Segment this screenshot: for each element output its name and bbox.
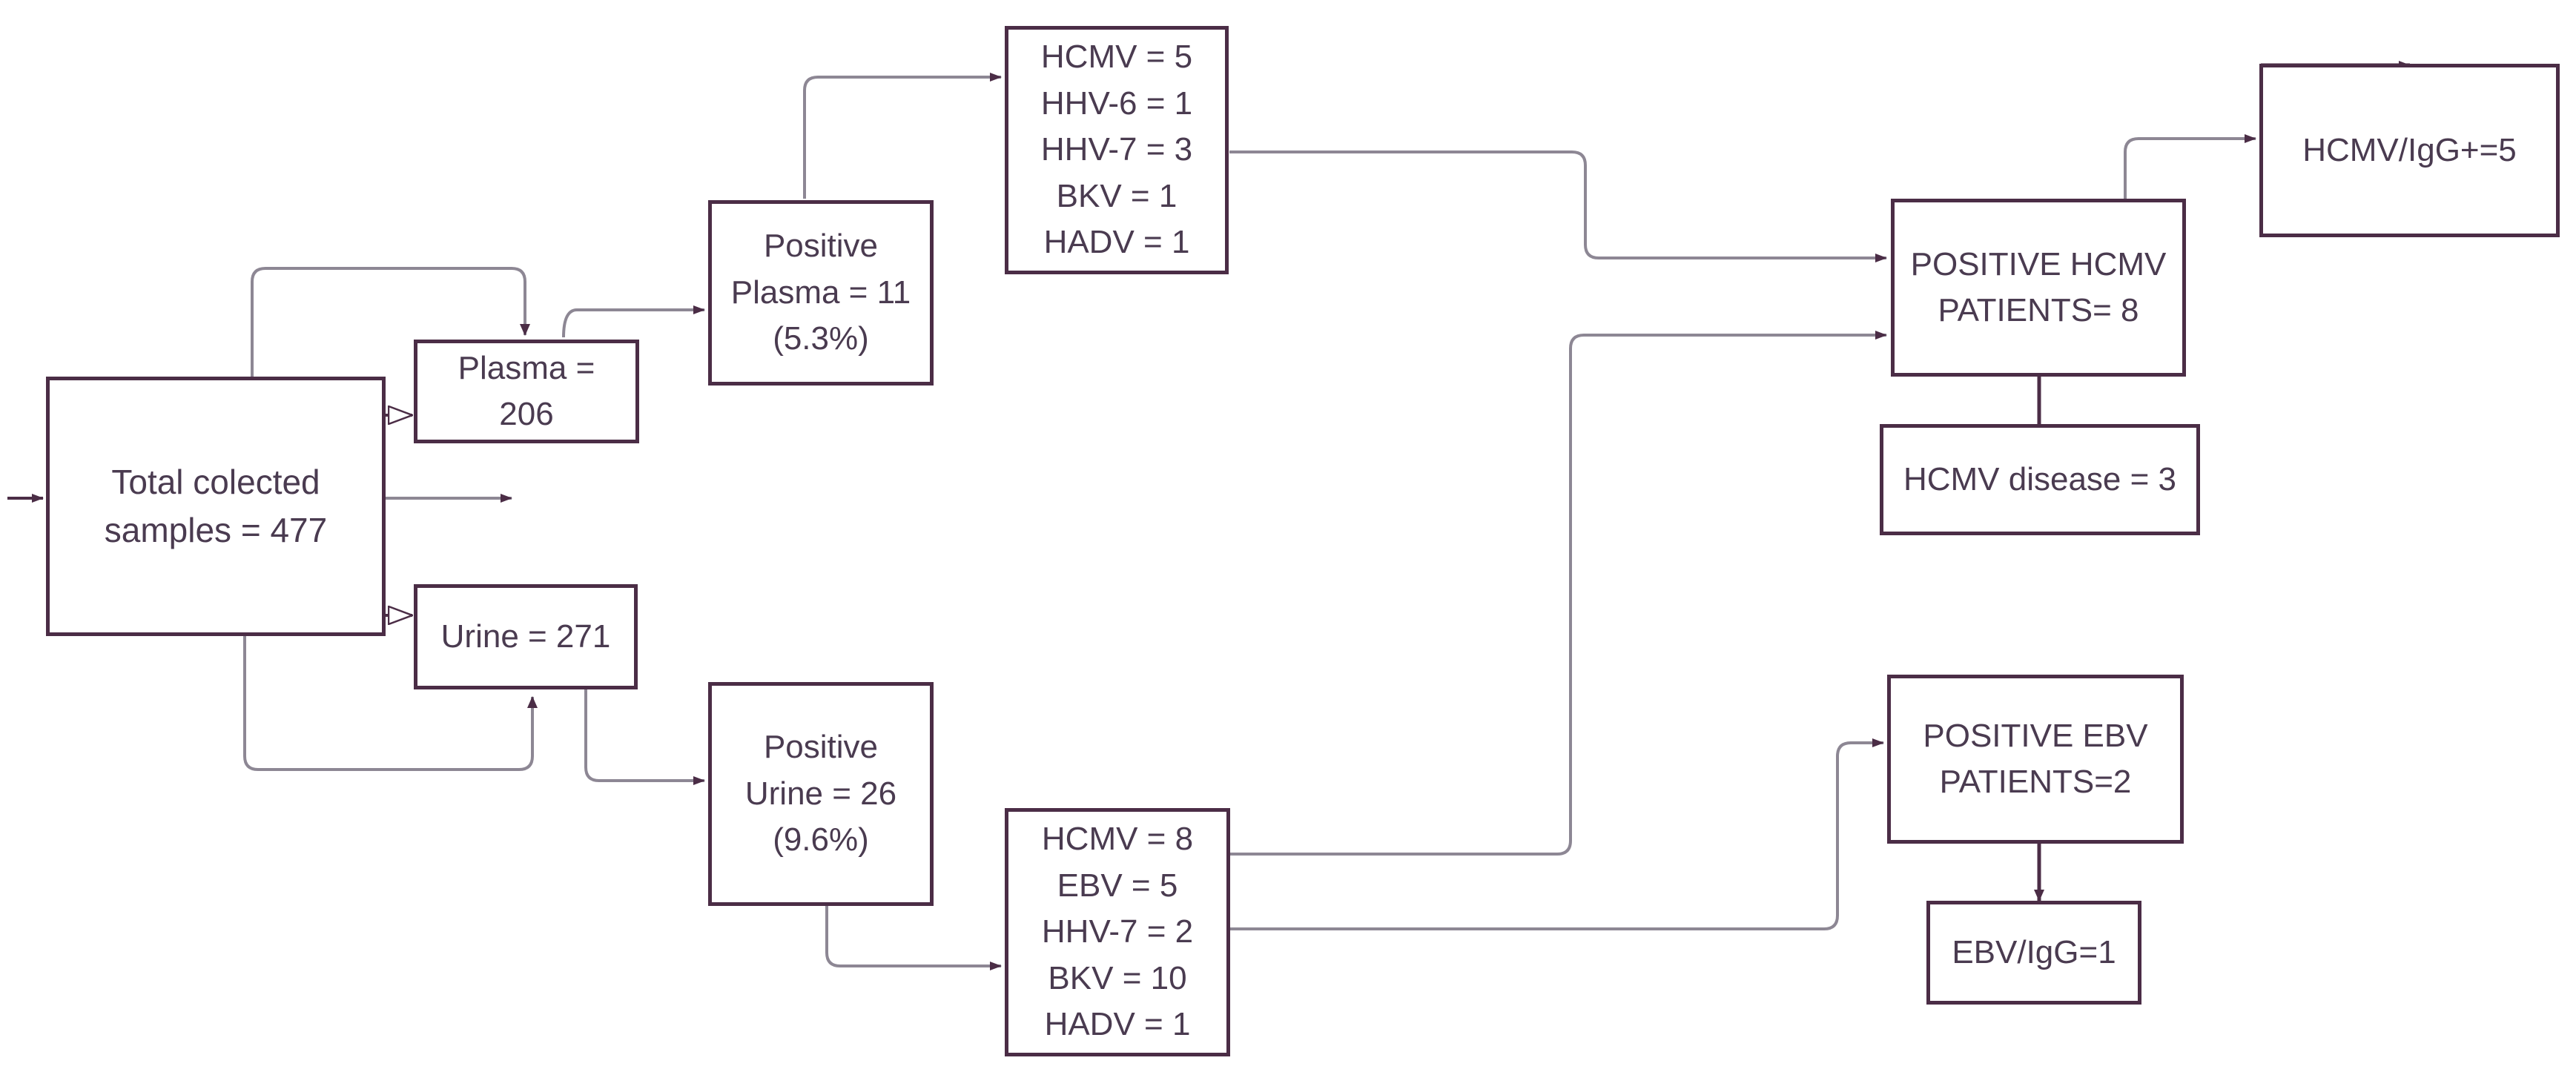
node-hcmv-igg-label: HCMV/IgG+=5 <box>2302 131 2517 168</box>
node-positive-hcmv-patients[interactable]: POSITIVE HCMV PATIENTS= 8 <box>1891 199 2186 377</box>
edge-urine-to-positive-urine <box>584 689 705 785</box>
node-positive-ebv-patients-label: POSITIVE EBV PATIENTS=2 <box>1923 717 2148 800</box>
edge-urine-viruses-to-positive-ebv <box>1229 738 1884 930</box>
node-plasma-viruses-label: HCMV = 5 HHV-6 = 1 HHV-7 = 3 BKV = 1 HAD… <box>1040 39 1193 261</box>
edge-plasma-to-positive-plasma <box>562 305 705 338</box>
node-hcmv-disease-label: HCMV disease = 3 <box>1903 460 2177 497</box>
node-urine-viruses[interactable]: HCMV = 8 EBV = 5 HHV-7 = 2 BKV = 10 HADV… <box>1005 808 1230 1056</box>
node-positive-hcmv-patients-label: POSITIVE HCMV PATIENTS= 8 <box>1910 245 2167 328</box>
node-urine-label: Urine = 271 <box>440 618 611 655</box>
node-hcmv-disease[interactable]: HCMV disease = 3 <box>1880 424 2200 535</box>
node-urine-viruses-label: HCMV = 8 EBV = 5 HHV-7 = 2 BKV = 10 HADV… <box>1041 821 1194 1043</box>
node-positive-urine-label: Positive Urine = 26 (9.6%) <box>744 729 897 858</box>
edge-positive-hcmv-to-hcmv-igg <box>2124 134 2256 199</box>
edge-loop-to-plasma <box>251 267 530 383</box>
node-ebv-igg-label: EBV/IgG=1 <box>1952 933 2116 970</box>
node-positive-urine[interactable]: Positive Urine = 26 (9.6%) <box>708 682 934 906</box>
node-plasma-viruses[interactable]: HCMV = 5 HHV-6 = 1 HHV-7 = 3 BKV = 1 HAD… <box>1005 26 1229 274</box>
node-positive-plasma[interactable]: Positive Plasma = 11 (5.3%) <box>708 200 934 386</box>
edge-plasma-viruses-to-positive-hcmv <box>1229 150 1887 262</box>
node-plasma-label: Plasma = 206 <box>458 349 595 432</box>
edge-urine-viruses-to-positive-hcmv <box>1229 331 1887 856</box>
node-total-samples-label: Total colected samples = 477 <box>104 462 328 549</box>
node-hcmv-igg[interactable]: HCMV/IgG+=5 <box>2259 64 2560 237</box>
edge-positive-urine-to-urine-viruses <box>825 906 1002 970</box>
node-total-samples[interactable]: Total colected samples = 477 <box>46 377 386 636</box>
node-urine[interactable]: Urine = 271 <box>414 584 638 689</box>
edge-loop-to-urine <box>243 632 538 771</box>
node-positive-ebv-patients[interactable]: POSITIVE EBV PATIENTS=2 <box>1887 675 2184 844</box>
node-ebv-igg[interactable]: EBV/IgG=1 <box>1926 901 2141 1005</box>
node-positive-plasma-label: Positive Plasma = 11 (5.3%) <box>730 228 911 357</box>
node-plasma[interactable]: Plasma = 206 <box>414 340 639 443</box>
edge-positive-plasma-to-plasma-viruses <box>803 73 1002 199</box>
